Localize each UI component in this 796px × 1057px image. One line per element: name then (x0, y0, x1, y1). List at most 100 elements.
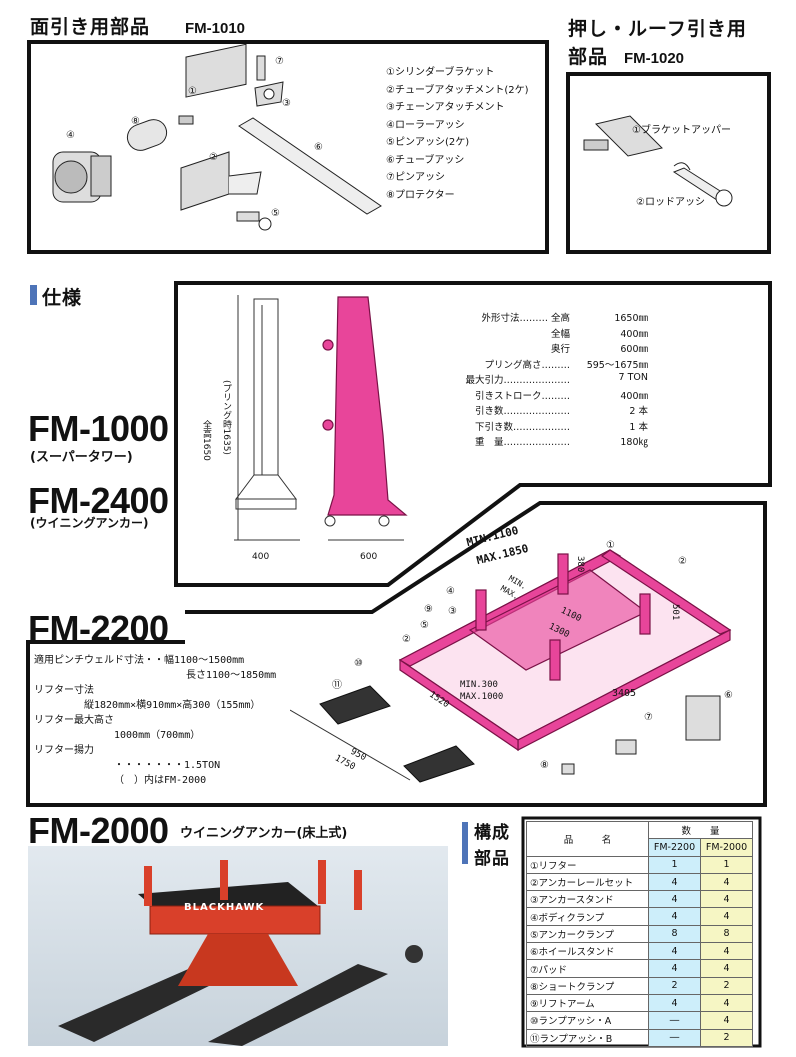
fm2200-spec-line: 縦1820mm×横910mm×高300（155mm） (84, 700, 261, 711)
spec-row: 重 量…………………180㎏ (474, 437, 648, 448)
fm1020-title-2: 部品 (568, 46, 609, 68)
protector-icon (126, 119, 168, 151)
callout-2b: ② (402, 634, 411, 645)
fm2200-spec-line: 1000mm（700mm） (114, 730, 201, 741)
part-item: ⑥チューブアッシ (386, 154, 465, 166)
fm2200-spec-line: 長さ1100〜1850mm (186, 670, 277, 681)
fm1020-model: FM-1020 (624, 50, 685, 67)
fm2200-spec-line: ・・・・・・・1.5TON (114, 760, 221, 771)
tube-assembly-icon (238, 117, 382, 215)
fm2200-spec-line: リフター最大高さ (34, 715, 114, 726)
model-fm2200: FM-2200 (28, 608, 169, 649)
part-item: ④ローラーアッシ (386, 119, 465, 131)
fm1010-parts-drawing (52, 44, 382, 231)
fm1010-title: 面引き用部品 (30, 16, 151, 38)
roller-assembly-icon (52, 151, 112, 203)
fm1010-parts-list: ①シリンダーブラケット ②チューブアタッチメント(2ケ) ③チェーンアタッチメン… (386, 64, 529, 204)
callout-10: ⑩ (354, 658, 363, 669)
callout-6: ⑥ (314, 142, 323, 153)
cylinder-bracket-icon (178, 44, 247, 125)
spec-row: 下引き数………………1 本 (474, 421, 648, 433)
callout-8: ⑧ (131, 116, 140, 127)
fm2200-spec-line: リフター寸法 (34, 685, 94, 696)
dim-height: 全高1650 (201, 420, 211, 461)
col-fm2200: FM-2200 (648, 838, 701, 857)
callout-6: ⑥ (724, 690, 733, 701)
model-fm2000: FM-2000 (28, 810, 169, 851)
bracket-upper-icon (583, 115, 663, 157)
table-row: ⑪ランプアッシ・B―2 (526, 1028, 753, 1047)
tower-drawing (234, 295, 408, 541)
tube-attachment-icon (180, 151, 262, 211)
part-item: ③チェーンアタッチメント (386, 102, 505, 113)
callout-5: ⑤ (420, 620, 429, 631)
callout-5: ⑤ (271, 208, 280, 219)
callout-1: ① (606, 540, 615, 551)
dim-width: 400 (252, 552, 270, 562)
spec-row: プリング高さ………595〜1675㎜ (484, 359, 648, 371)
chain-attachment-icon (254, 81, 284, 107)
spec-accent-bar (30, 285, 37, 305)
fm1010-model: FM-1010 (185, 20, 246, 37)
fm2200-spec-line: （ ）内はFM-2000 (114, 775, 207, 786)
col-item: 品 名 (526, 821, 649, 857)
composition-accent-bar (462, 822, 468, 864)
composition-heading: 構成 (474, 823, 510, 843)
table-subheader-row: FM-2200 FM-2000 (527, 838, 753, 857)
callout-4: ④ (66, 130, 75, 141)
spec-row: 引き数…………………2 本 (474, 406, 648, 417)
dim-501: 501 (670, 604, 680, 621)
col-fm2000: FM-2000 (700, 838, 753, 857)
part-item: ②チューブアタッチメント(2ケ) (386, 84, 529, 96)
model-fm2400-sub: (ウイニングアンカー) (30, 516, 149, 530)
fm1010-frame: ① ② ③ ④ ⑤ ⑥ ⑦ ⑧ ①シリンダーブラケット ②チューブアタッチメント… (27, 40, 549, 254)
table-row: ⑩ランプアッシ・A―4 (526, 1011, 753, 1030)
callout-7: ⑦ (275, 56, 284, 67)
tower-side-view (327, 296, 408, 516)
fm1020-title: 押し・ルーフ引き用 (568, 18, 747, 40)
callout-7: ⑦ (644, 712, 653, 723)
col-qty: 数 量 (648, 820, 753, 840)
fm2200-spec: 適用ピンチウェルド寸法・・幅1100〜1500mm 長さ1100〜1850mm … (34, 653, 276, 788)
fm2200-drawing (290, 549, 732, 783)
pin-icon (256, 55, 266, 81)
fm1020-item-2: ②ロッドアッシ (636, 197, 705, 208)
model-fm2000-sub: ウイニングアンカー(床上式) (180, 826, 348, 841)
dim-min300: MIN.300 (460, 680, 498, 690)
callout-3: ③ (282, 98, 291, 109)
dim-max1000: MAX.1000 (460, 692, 504, 702)
dim-380: 380 (575, 556, 585, 573)
part-item: ⑦ピンアッシ (386, 172, 445, 183)
fm1020-frame: ①ブラケットアッパー ②ロッドアッシ (566, 72, 771, 254)
part-item: ①シリンダーブラケット (386, 67, 495, 78)
brand-logo: BLACKHAWK (184, 902, 265, 913)
callout-3: ③ (448, 606, 457, 617)
part-item: ⑧プロテクター (386, 189, 455, 201)
callout-9: ⑨ (424, 604, 433, 615)
dim-3405: 3405 (612, 688, 637, 699)
fm2000-photo-drawing (58, 860, 423, 1046)
fm2200-spec-line: 適用ピンチウェルド寸法・・幅1100〜1500mm (34, 655, 245, 666)
callout-8: ⑧ (540, 760, 549, 771)
callout-1: ① (188, 86, 197, 97)
callout-2: ② (209, 152, 218, 163)
callout-2: ② (678, 556, 687, 567)
dim-pull-height: (プリング時1635) (221, 380, 231, 455)
fm1020-item-1: ①ブラケットアッパー (632, 125, 731, 136)
callout-4: ④ (446, 586, 455, 597)
callout-11: ⑪ (332, 680, 342, 691)
part-item: ⑤ピンアッシ(2ケ) (386, 137, 470, 148)
dim-depth: 600 (360, 552, 378, 562)
table-header-row: 品 名 数 量 (526, 820, 753, 857)
